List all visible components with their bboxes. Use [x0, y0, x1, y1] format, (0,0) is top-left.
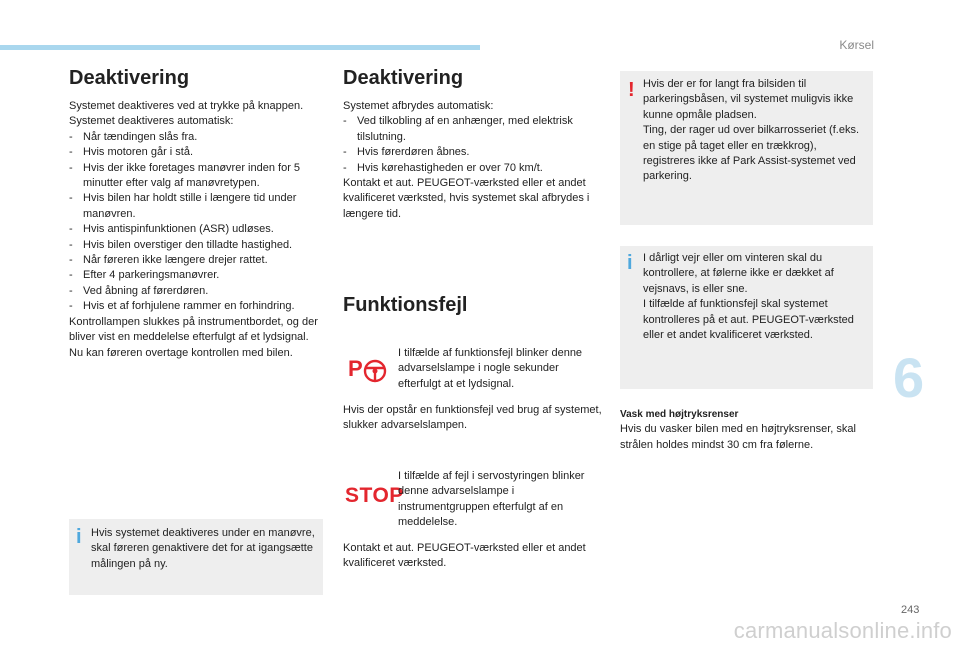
col1-heading: Deaktivering: [69, 67, 190, 89]
col2-heading2: Funktionsfejl: [343, 294, 468, 316]
p-letter: P: [348, 356, 363, 381]
list-item: -Hvis et af forhjulene rammer en forhind…: [69, 300, 295, 313]
list-item: -Hvis antispinfunktionen (ASR) udløses.: [69, 223, 274, 236]
col1-intro1: Systemet deaktiveres ved at trykke på kn…: [69, 100, 304, 112]
page-number: 243: [901, 604, 920, 616]
col1-after1: Kontrollampen slukkes på instrumentborde…: [69, 315, 318, 344]
col2-fault2-after: Kontakt et aut. PEUGEOT-værksted eller e…: [343, 542, 586, 570]
col1-info-text: Hvis systemet deaktiveres under en manøv…: [91, 527, 315, 570]
header-accent-bar: [0, 45, 480, 50]
list-item: -Ved tilkobling af en anhænger, med elek…: [343, 115, 573, 143]
list-item: -Når tændingen slås fra.: [69, 130, 198, 143]
list-item: -Ved åbning af førerdøren.: [69, 284, 209, 297]
chapter-number: 6: [893, 346, 925, 409]
list-item: -Når føreren ikke længere drejer rattet.: [69, 254, 268, 267]
col3-info-text: I dårligt vejr eller om vinteren skal du…: [643, 252, 854, 342]
list-item: -Hvis der ikke foretages manøvrer inden …: [69, 161, 301, 190]
info-icon: i: [627, 252, 633, 274]
park-assist-warning-icon: P: [348, 356, 387, 383]
list-item: -Hvis bilen overstiger den tilladte hast…: [69, 238, 293, 251]
col3-wash-title: Vask med højtryksrenser: [620, 409, 739, 420]
col2-fault1: I tilfælde af funktionsfejl blinker denn…: [398, 347, 583, 390]
col2-list: -Ved tilkobling af en anhænger, med elek…: [343, 114, 605, 176]
warning-icon: !: [628, 79, 635, 101]
col3-info-box: i I dårligt vejr eller om vinteren skal …: [620, 246, 873, 389]
list-item: -Hvis motoren går i stå.: [69, 146, 194, 159]
info-icon: i: [76, 526, 82, 548]
list-item: -Hvis kørehastigheden er over 70 km/t.: [343, 161, 543, 174]
col2-intro: Systemet afbrydes automatisk:: [343, 100, 494, 112]
list-item: -Hvis førerdøren åbnes.: [343, 146, 470, 159]
col3-warning-box: ! Hvis der er for langt fra bilsiden til…: [620, 71, 873, 225]
col3-warning-text: Hvis der er for langt fra bilsiden til p…: [643, 78, 860, 183]
col2-after: Kontakt et aut. PEUGEOT-værksted eller e…: [343, 177, 590, 220]
col2-fault1-after: Hvis der opstår en funktionsfejl ved bru…: [343, 404, 602, 432]
stop-warning-icon: STOP: [345, 484, 404, 507]
list-item: -Efter 4 parkeringsmanøvrer.: [69, 269, 220, 282]
col1-body: Systemet deaktiveres ved at trykke på kn…: [69, 99, 327, 361]
section-name: Kørsel: [839, 38, 874, 52]
col1-list: -Når tændingen slås fra. -Hvis motoren g…: [69, 130, 327, 315]
watermark: carmanualsonline.info: [733, 618, 952, 643]
list-item: -Hvis bilen har holdt stille i længere t…: [69, 192, 297, 220]
col1-info-box: i Hvis systemet deaktiveres under en man…: [69, 519, 323, 595]
col2-heading: Deaktivering: [343, 67, 464, 89]
col1-after2: Nu kan føreren overtage kontrollen med b…: [69, 346, 293, 359]
col1-intro2: Systemet deaktiveres automatisk:: [69, 115, 234, 128]
col2-body: Systemet afbrydes automatisk: -Ved tilko…: [343, 99, 605, 222]
col3-wash: Vask med højtryksrenser Hvis du vasker b…: [620, 407, 878, 453]
col3-wash-text: Hvis du vasker bilen med en højtryksrens…: [620, 423, 856, 451]
col2-fault2: I tilfælde af fejl i servostyringen blin…: [398, 470, 585, 529]
